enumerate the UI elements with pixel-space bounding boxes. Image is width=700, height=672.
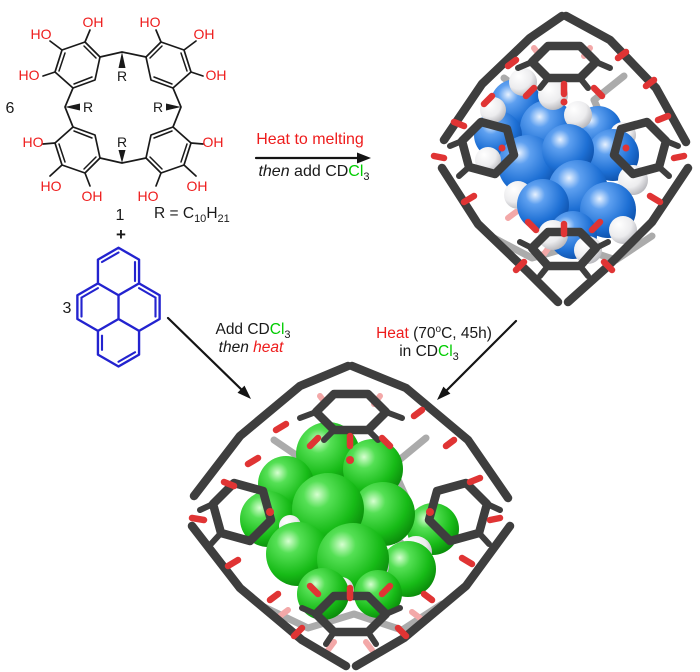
macrocycle-r-labels: R R R R bbox=[83, 68, 163, 150]
add-cd: add CD bbox=[289, 163, 349, 180]
condition-heat-to-melting: Heat to melting bbox=[256, 131, 364, 148]
oh-label: OH bbox=[206, 67, 227, 83]
macrocycle-oh-labels: OH HO HO HO OH OH HO HO OH OH OH HO bbox=[19, 14, 227, 204]
oh-label: HO bbox=[138, 188, 159, 204]
heat-word: Heat bbox=[376, 325, 409, 343]
plus-sign: + bbox=[116, 225, 126, 244]
pyrene-structure: 3 bbox=[63, 246, 161, 368]
cl-green: Cl bbox=[269, 321, 285, 338]
oh-label: OH bbox=[194, 26, 215, 42]
oh-label: HO bbox=[19, 67, 40, 83]
oh-label: OH bbox=[187, 178, 208, 194]
add-cd: Add CD bbox=[215, 321, 270, 338]
condition-then-add-cdcl3: then add CDCl3 bbox=[258, 163, 369, 183]
oh-label: HO bbox=[41, 178, 62, 194]
condition-heat-70c: Heat (70oC, 45h) bbox=[376, 324, 492, 342]
condition-in-cdcl3: in CDCl3 bbox=[399, 343, 459, 363]
degree-symbol: o bbox=[435, 324, 442, 335]
paren-open: (70 bbox=[408, 325, 436, 343]
oh-label: HO bbox=[31, 26, 52, 42]
r-label: R bbox=[117, 134, 127, 150]
capsule-front-cage bbox=[187, 361, 515, 671]
macrocycle-bridges bbox=[64, 51, 182, 164]
subscript-3: 3 bbox=[363, 171, 370, 184]
macrocycle-oh-bonds bbox=[42, 29, 204, 187]
r-label: R bbox=[83, 99, 93, 115]
r-def-sub2: 21 bbox=[217, 213, 230, 226]
oh-label: HO bbox=[23, 134, 44, 150]
oh-label: OH bbox=[83, 14, 104, 30]
arrow-melt bbox=[254, 152, 371, 164]
stoichiometry-3: 3 bbox=[63, 300, 72, 317]
cl-green: Cl bbox=[348, 163, 364, 180]
subscript-3: 3 bbox=[452, 351, 459, 364]
macrocycle-structure: OH HO HO HO OH OH HO HO OH OH OH HO R R … bbox=[6, 14, 227, 224]
oh-label: OH bbox=[203, 134, 224, 150]
condition-then-heat: then heat bbox=[219, 339, 284, 356]
heat-word: heat bbox=[253, 339, 284, 356]
r-def-pre: R = C bbox=[154, 205, 195, 222]
r-def-mid: H bbox=[206, 205, 218, 222]
cl-green: Cl bbox=[438, 343, 453, 360]
temp-time: C, 45h) bbox=[441, 325, 492, 343]
stoichiometry-6: 6 bbox=[6, 100, 15, 117]
r-group-definition: R = C10H21 bbox=[154, 205, 230, 225]
r-label: R bbox=[153, 99, 163, 115]
then-word: then bbox=[258, 163, 290, 180]
r-label: R bbox=[117, 68, 127, 84]
capsule-oxygens bbox=[188, 406, 504, 640]
capsule-oxygens bbox=[430, 48, 688, 274]
subscript-3: 3 bbox=[284, 329, 291, 342]
r-def-sub1: 10 bbox=[194, 213, 207, 226]
in-cd: in CD bbox=[399, 343, 438, 360]
pyrene-capsule-model bbox=[430, 11, 693, 307]
oh-label: OH bbox=[82, 188, 103, 204]
compound-number-1: 1 bbox=[116, 207, 125, 224]
condition-add-cdcl3: Add CDCl3 bbox=[215, 321, 290, 341]
then-word: then bbox=[218, 339, 254, 356]
oh-label: HO bbox=[140, 14, 161, 30]
cdcl3-capsule-model bbox=[187, 361, 515, 671]
pyrene-skeleton bbox=[76, 246, 161, 368]
